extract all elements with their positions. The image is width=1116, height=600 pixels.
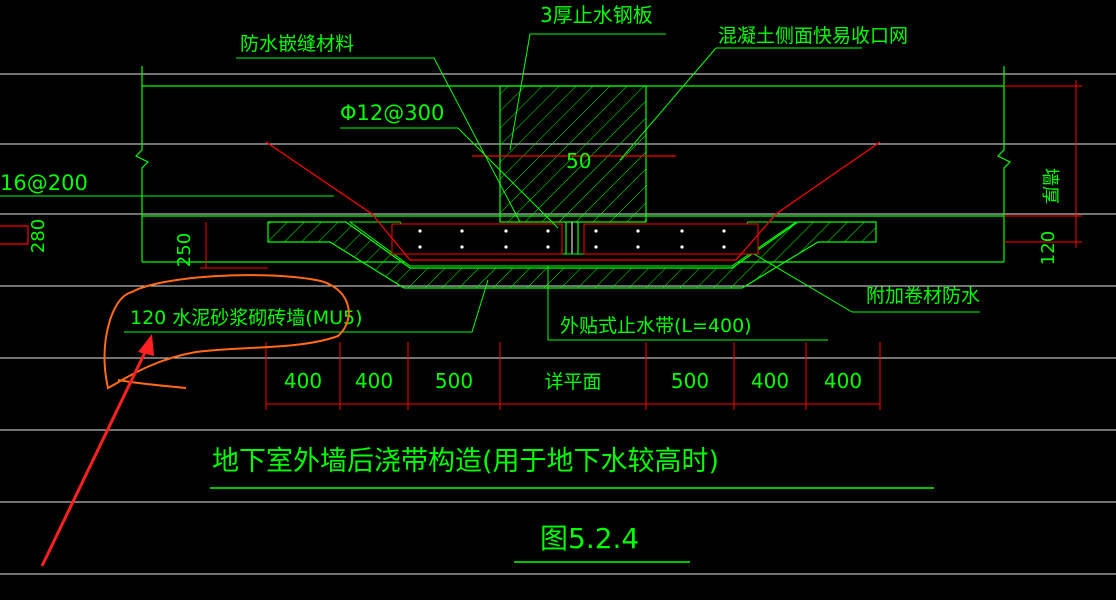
label-concrete-mesh: 混凝土侧面快易收口网 [718, 25, 908, 47]
red-slope-lines [265, 141, 881, 261]
dim-text-280: 280 [28, 219, 49, 253]
label-waterproof-filler: 防水嵌缝材料 [240, 33, 354, 55]
label-brick-wall: 120 水泥砂浆砌砖墙(MU5) [130, 307, 363, 329]
orange-annotation [103, 274, 350, 390]
dim-250 [200, 222, 268, 269]
label-wall-thickness: 墙厚 [1039, 168, 1060, 204]
hatched-trough [267, 221, 877, 289]
main-title: 地下室外墙后浇带构造(用于地下水较高时) [212, 446, 719, 477]
dim-text-50: 50 [566, 149, 591, 173]
dim-seg-2: 400 [355, 369, 393, 393]
red-arrow-pointer [40, 334, 154, 567]
steel-plate-box [499, 85, 647, 265]
dim-seg-6: 400 [751, 369, 789, 393]
rebar-dots [418, 229, 726, 249]
right-dims [1004, 80, 1082, 248]
label-rebar: Φ12@300 [340, 101, 444, 125]
label-steel-plate: 3厚止水钢板 [540, 3, 653, 27]
dim-seg-7: 400 [824, 369, 862, 393]
leader-lines [0, 33, 980, 341]
dimension-chain [265, 342, 881, 410]
dim-text-250: 250 [174, 233, 195, 267]
dim-seg-5: 500 [671, 369, 709, 393]
dim-seg-4: 详平面 [544, 371, 601, 393]
label-extra-membrane: 附加卷材防水 [866, 285, 980, 307]
label-left-rebar: 16@200 [0, 171, 88, 195]
label-waterstop: 外贴式止水带(L=400) [560, 315, 752, 337]
left-stub [0, 225, 29, 245]
figure-number: 图5.2.4 [540, 522, 639, 555]
dim-seg-3: 500 [435, 369, 473, 393]
dim-text-120: 120 [1038, 231, 1059, 265]
dim-seg-1: 400 [284, 369, 322, 393]
